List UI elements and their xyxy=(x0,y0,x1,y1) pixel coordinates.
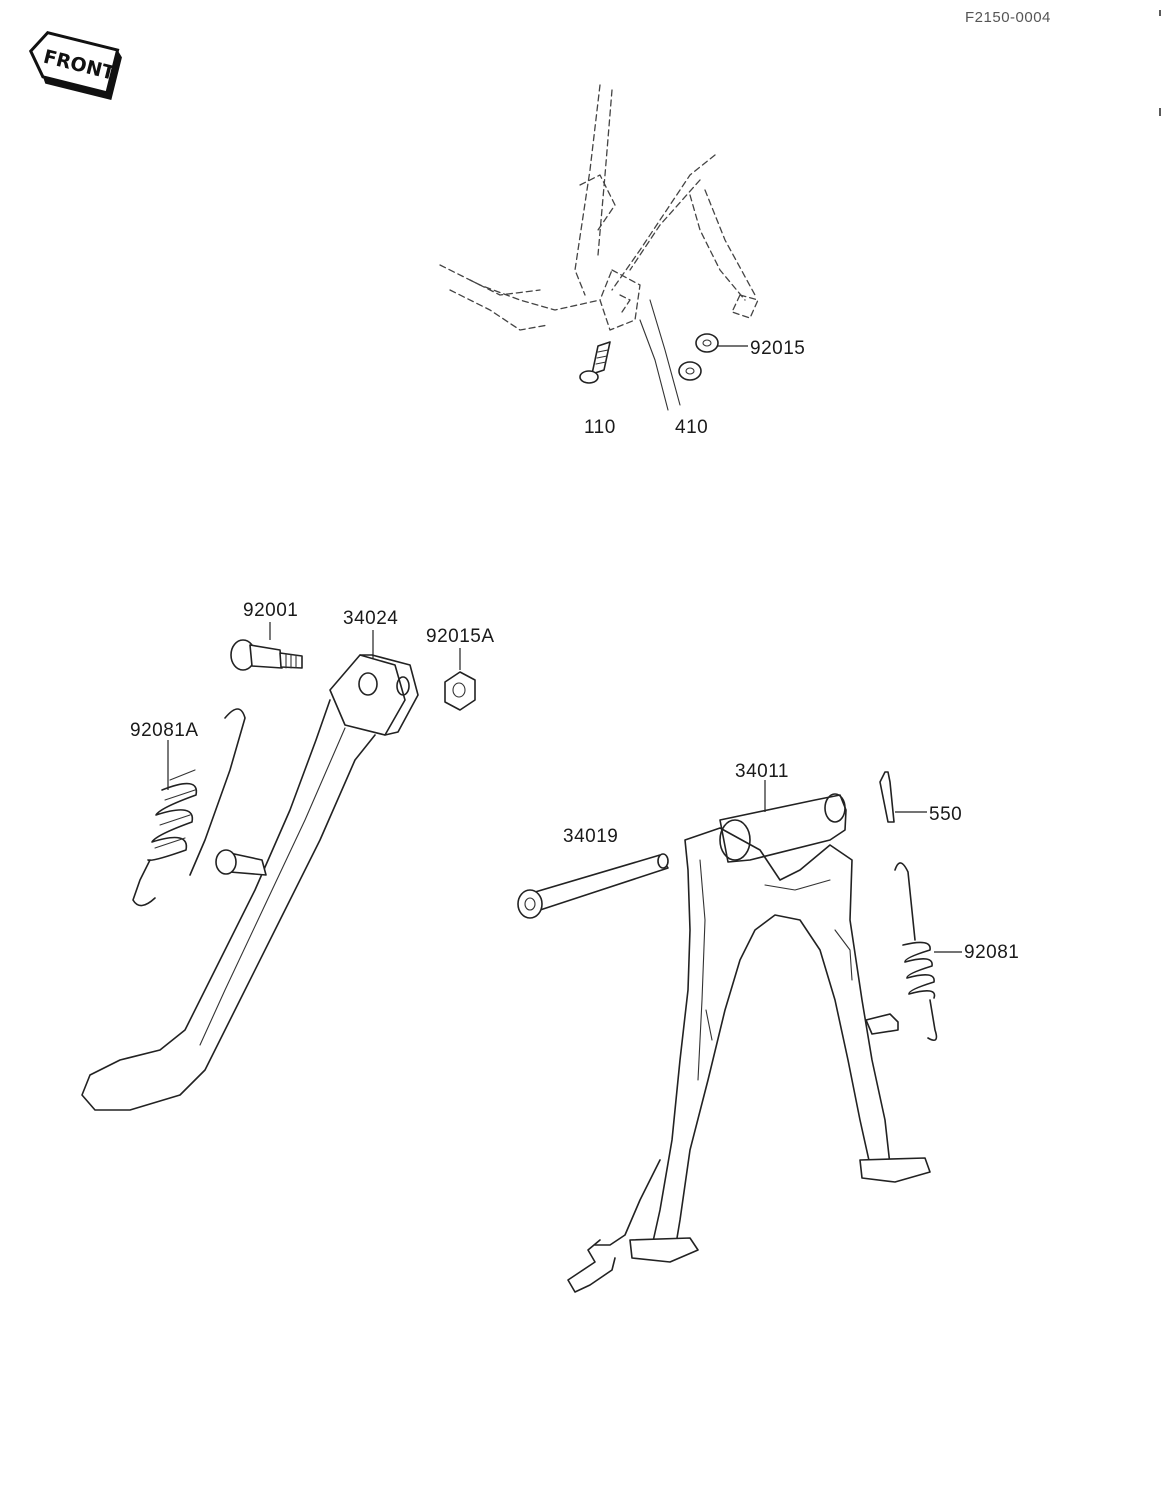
spring-92081A xyxy=(132,708,246,907)
frame-leg xyxy=(639,319,669,411)
frame-tube xyxy=(599,269,641,331)
nut-92015A xyxy=(444,671,476,711)
nut-92015 xyxy=(695,333,719,353)
frame-tube xyxy=(449,289,549,331)
frame-tube xyxy=(469,279,541,296)
part-label-410: 410 xyxy=(675,417,708,438)
frame-tube xyxy=(619,294,631,313)
frame-tube xyxy=(689,194,746,301)
frame-tube xyxy=(597,89,613,256)
part-label-92001: 92001 xyxy=(243,600,298,621)
frame-tube xyxy=(629,179,701,271)
frame-tube xyxy=(611,154,716,291)
spring-92081 xyxy=(894,862,938,1041)
part-label-92015A: 92015A xyxy=(426,626,495,647)
part-label-92081: 92081 xyxy=(964,942,1019,963)
part-label-34019: 34019 xyxy=(563,826,618,847)
frame-section xyxy=(439,84,759,411)
frame-tube xyxy=(574,84,601,296)
frame-leg xyxy=(649,299,681,406)
front-badge-shadow xyxy=(42,50,122,101)
pin-34019 xyxy=(517,853,669,919)
washer-410 xyxy=(678,361,702,381)
bolt-110 xyxy=(579,341,611,384)
part-label-92081A: 92081A xyxy=(130,720,199,741)
part-label-110: 110 xyxy=(584,417,616,438)
part-label-34011: 34011 xyxy=(735,761,789,782)
frame-tube xyxy=(439,264,601,311)
part-label-34024: 34024 xyxy=(343,608,398,629)
cotter-pin-550 xyxy=(879,771,895,823)
frame-tube xyxy=(579,174,616,231)
frame-tube xyxy=(704,189,756,296)
front-badge: FRONT xyxy=(28,30,122,101)
frame-tube xyxy=(731,294,759,319)
part-label-92015: 92015 xyxy=(750,338,805,359)
side-stand-34024 xyxy=(81,654,419,1111)
part-label-550: 550 xyxy=(929,804,962,825)
center-stand-34011 xyxy=(567,793,931,1293)
bolt-92001 xyxy=(230,639,303,671)
diagram-code: F2150-0004 xyxy=(965,9,1051,26)
